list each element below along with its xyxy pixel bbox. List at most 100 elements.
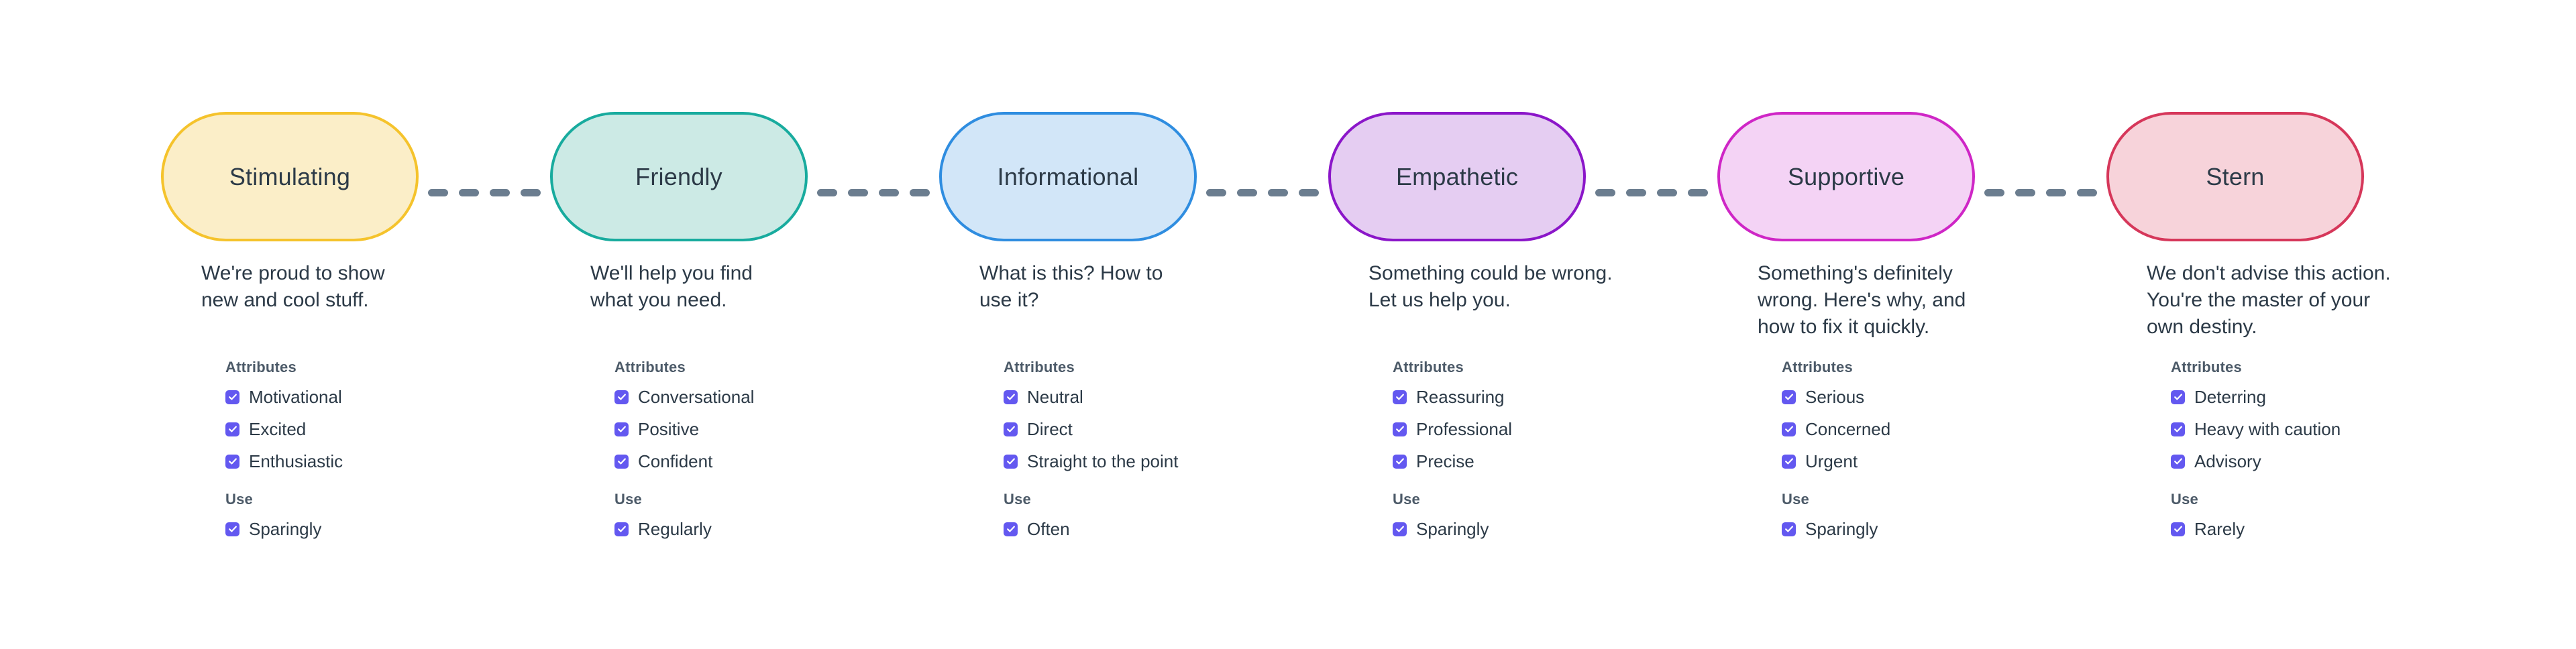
list-item[interactable]: Excited: [225, 413, 547, 445]
checkbox-checked-icon[interactable]: [225, 522, 239, 536]
tone-pill[interactable]: Empathetic: [1328, 112, 1586, 241]
checkbox-checked-icon[interactable]: [1004, 390, 1018, 404]
checkbox-checked-icon[interactable]: [614, 390, 629, 404]
connector-dash: [817, 189, 837, 196]
list-item[interactable]: Direct: [1004, 413, 1326, 445]
dashed-connector: [1595, 189, 1708, 196]
list-item[interactable]: Advisory: [2171, 445, 2493, 477]
connector-dash: [848, 189, 868, 196]
attribute-item-label: Deterring: [2194, 387, 2266, 407]
list-item[interactable]: Concerned: [1782, 413, 2104, 445]
checkbox-checked-icon[interactable]: [1782, 390, 1796, 404]
list-item[interactable]: Sparingly: [1393, 513, 1715, 545]
list-item[interactable]: Positive: [614, 413, 936, 445]
checkbox-checked-icon[interactable]: [225, 422, 239, 436]
list-item[interactable]: Often: [1004, 513, 1326, 545]
connector-dash: [1688, 189, 1708, 196]
connector-dash: [1626, 189, 1646, 196]
checkbox-checked-icon[interactable]: [614, 454, 629, 469]
use-checklist: Rarely: [2171, 513, 2493, 545]
checkbox-checked-icon[interactable]: [1393, 522, 1407, 536]
list-item[interactable]: Neutral: [1004, 381, 1326, 413]
tone-pill-label: Informational: [997, 162, 1139, 190]
checkbox-checked-icon[interactable]: [1393, 454, 1407, 469]
dashed-connector: [817, 189, 930, 196]
checkbox-checked-icon[interactable]: [1004, 522, 1018, 536]
tone-description: Something's definitely wrong. Here's why…: [1758, 262, 1966, 338]
use-item-label: Often: [1027, 519, 1070, 539]
tone-pill[interactable]: Stimulating: [161, 112, 419, 241]
list-item[interactable]: Straight to the point: [1004, 445, 1326, 477]
checkbox-checked-icon[interactable]: [1782, 422, 1796, 436]
attribute-item-label: Positive: [638, 419, 700, 439]
list-item[interactable]: Professional: [1393, 413, 1715, 445]
use-checklist: Sparingly: [1393, 513, 1715, 545]
checkbox-checked-icon[interactable]: [2171, 522, 2185, 536]
checkbox-checked-icon[interactable]: [225, 390, 239, 404]
use-checklist: Sparingly: [225, 513, 547, 545]
use-item-label: Rarely: [2194, 519, 2245, 539]
checkbox-checked-icon[interactable]: [1782, 454, 1796, 469]
list-item[interactable]: Confident: [614, 445, 936, 477]
connector-dash: [428, 189, 448, 196]
connector-dash: [910, 189, 930, 196]
checkbox-checked-icon[interactable]: [1004, 422, 1018, 436]
list-item[interactable]: Deterring: [2171, 381, 2493, 413]
tone-pill-label: Empathetic: [1395, 162, 1519, 190]
tone-pill-label: Supportive: [1787, 162, 1905, 190]
attribute-item-label: Advisory: [2194, 451, 2261, 471]
list-item[interactable]: Urgent: [1782, 445, 2104, 477]
list-item[interactable]: Conversational: [614, 381, 936, 413]
list-item[interactable]: Rarely: [2171, 513, 2493, 545]
checkbox-checked-icon[interactable]: [2171, 422, 2185, 436]
list-item[interactable]: Reassuring: [1393, 381, 1715, 413]
checkbox-checked-icon[interactable]: [225, 454, 239, 469]
tone-pill[interactable]: Stern: [2106, 112, 2364, 241]
list-item[interactable]: Regularly: [614, 513, 936, 545]
list-item[interactable]: Sparingly: [1782, 513, 2104, 545]
use-item-label: Regularly: [638, 519, 712, 539]
use-checklist: Regularly: [614, 513, 936, 545]
attribute-item-label: Direct: [1027, 419, 1073, 439]
use-item-label: Sparingly: [1416, 519, 1489, 539]
checkbox-checked-icon[interactable]: [1393, 390, 1407, 404]
checkbox-checked-icon[interactable]: [2171, 454, 2185, 469]
attribute-item-label: Concerned: [1805, 419, 1891, 439]
list-item[interactable]: Precise: [1393, 445, 1715, 477]
checkbox-checked-icon[interactable]: [2171, 390, 2185, 404]
checkbox-checked-icon[interactable]: [614, 522, 629, 536]
list-item[interactable]: Serious: [1782, 381, 2104, 413]
list-item[interactable]: Motivational: [225, 381, 547, 413]
checkbox-checked-icon[interactable]: [614, 422, 629, 436]
attributes-heading: Attributes: [614, 359, 686, 375]
list-item[interactable]: Sparingly: [225, 513, 547, 545]
use-item-label: Sparingly: [249, 519, 322, 539]
checkbox-checked-icon[interactable]: [1393, 422, 1407, 436]
list-item[interactable]: Enthusiastic: [225, 445, 547, 477]
tone-pill[interactable]: Supportive: [1717, 112, 1975, 241]
connector-dash: [1237, 189, 1257, 196]
list-item[interactable]: Heavy with caution: [2171, 413, 2493, 445]
attribute-item-label: Enthusiastic: [249, 451, 343, 471]
use-item-label: Sparingly: [1805, 519, 1878, 539]
tone-pill[interactable]: Friendly: [550, 112, 808, 241]
attribute-item-label: Neutral: [1027, 387, 1083, 407]
attribute-item-label: Precise: [1416, 451, 1474, 471]
use-heading: Use: [1004, 491, 1031, 508]
checkbox-checked-icon[interactable]: [1004, 454, 1018, 469]
tone-pill[interactable]: Informational: [939, 112, 1197, 241]
use-heading: Use: [1393, 491, 1420, 508]
checkbox-checked-icon[interactable]: [1782, 522, 1796, 536]
dashed-connector: [1206, 189, 1319, 196]
